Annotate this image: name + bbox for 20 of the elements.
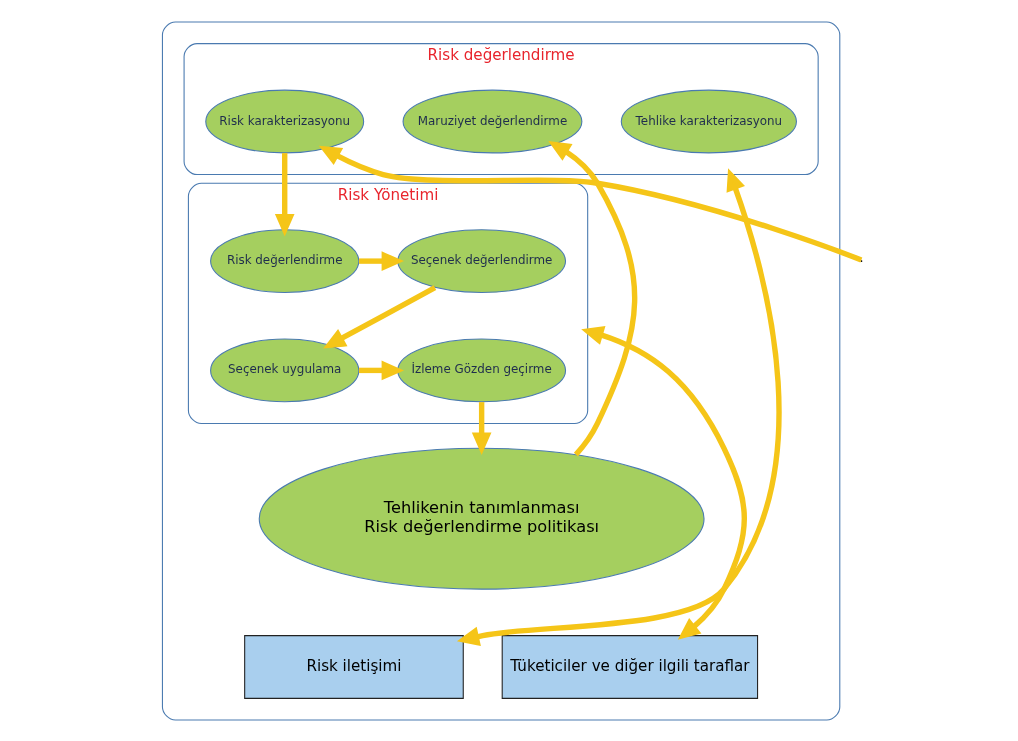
cluster	[161, 20, 840, 721]
node-ellipse: Risk değerlendirme	[209, 228, 359, 293]
arrow	[547, 140, 637, 456]
node-ellipse: Tehlikenin tanımlanması Risk değerlendirme politikası	[258, 447, 705, 590]
node-ellipse: Seçenek uygulama	[209, 337, 359, 402]
node-box: Tüketiciler ve diğer ilgili taraflar	[501, 634, 758, 699]
arrow	[318, 145, 862, 262]
arrow	[274, 152, 295, 236]
arrow	[322, 284, 436, 348]
node-ellipse: Seçenek değerlendirme	[396, 228, 566, 293]
arrow	[456, 167, 782, 646]
node-ellipse: Risk karakterizasyonu	[204, 89, 364, 153]
arrow	[471, 401, 491, 455]
node-box: Risk iletişimi	[243, 634, 464, 699]
node-ellipse: İzleme Gözden geçirme	[396, 337, 566, 402]
node-ellipse: Tehlike karakterizasyonu	[620, 89, 797, 153]
arrow	[580, 325, 747, 640]
node-ellipse: Maruziyet değerlendirme	[402, 89, 582, 153]
arrow	[358, 250, 404, 271]
arrow	[358, 360, 404, 380]
